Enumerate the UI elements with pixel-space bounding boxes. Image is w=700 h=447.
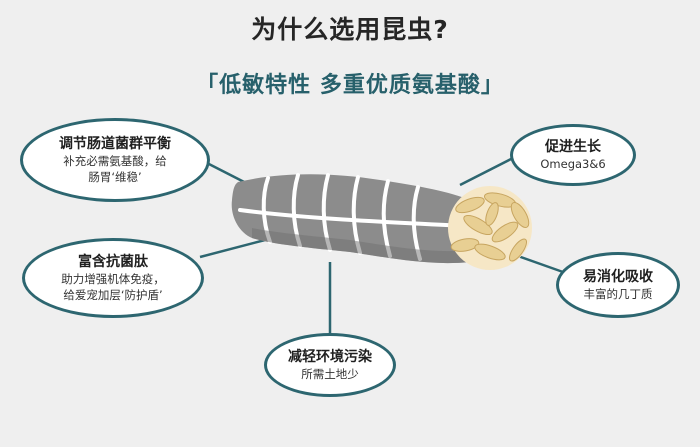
bubble-gut-balance: 调节肠道菌群平衡 补充必需氨基酸，给 肠胃‘维稳’: [20, 118, 210, 202]
bubble-growth: 促进生长 Omega3&6: [510, 124, 636, 186]
page-title: 为什么选用昆虫?: [251, 15, 449, 44]
bubble-antibacterial-peptide: 富含抗菌肽 助力增强机体免疫， 给爱宠加层‘防护盾’: [22, 238, 204, 318]
bubble-digestion: 易消化吸收 丰富的几丁质: [556, 252, 680, 318]
page-subtitle: 「低敏特性 多重优质氨基酸」: [196, 73, 504, 98]
connector-peptide: [199, 238, 266, 259]
bubble-gut-desc: 补充必需氨基酸，给 肠胃‘维稳’: [63, 154, 167, 184]
bubble-gut-heading: 调节肠道菌群平衡: [59, 136, 171, 152]
larvae-cluster: [448, 186, 532, 270]
bubble-growth-desc: Omega3&6: [540, 157, 606, 171]
bubble-peptide-heading: 富含抗菌肽: [78, 254, 148, 270]
bubble-digest-desc: 丰富的几丁质: [583, 287, 653, 301]
connector-growth: [459, 156, 514, 187]
bubble-peptide-desc: 助力增强机体免疫， 给爱宠加层‘防护盾’: [61, 272, 165, 302]
bubble-env-desc: 所需土地少: [301, 367, 359, 381]
bubble-growth-heading: 促进生长: [545, 139, 601, 155]
bubble-digest-heading: 易消化吸收: [583, 269, 653, 285]
bubble-environment: 减轻环境污染 所需土地少: [264, 333, 396, 397]
larva-body: [231, 173, 470, 264]
connector-digest: [514, 253, 564, 274]
bubble-env-heading: 减轻环境污染: [288, 349, 372, 365]
connector-lines: [199, 156, 564, 335]
